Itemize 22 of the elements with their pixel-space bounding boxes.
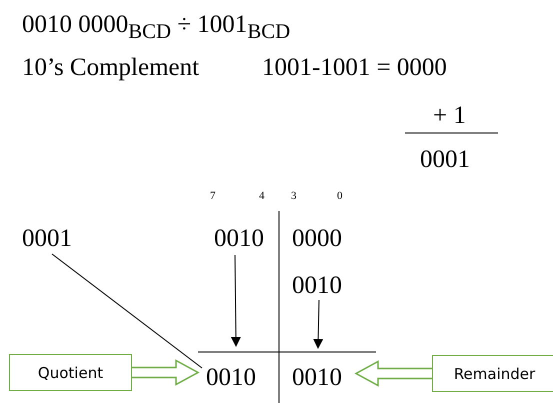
block-arrow [131,359,200,386]
number-text: + 1 [433,103,466,128]
equation-text: 1001-1001 = 0000 [262,55,447,80]
connector-line [52,254,202,368]
heading-text: 10’s Complement [22,55,200,80]
digit-group: 0001 [22,226,72,251]
digit-group: 0000 [292,226,342,251]
digit-group: 0010 [214,226,264,251]
bit-index: 0 [337,191,342,202]
bit-index: 4 [259,191,264,202]
bit-index: 3 [291,191,296,202]
arrow [313,300,324,349]
digit-group: 0010 [292,365,342,390]
arrow [230,254,241,347]
label-box: Remainder [432,355,553,392]
digit-group: 0010 [206,365,256,390]
number-text: 0001 [420,147,470,172]
equation-text: 0010 0000$_{BCD}$ ÷ 1001$_{BCD}$ [22,12,290,42]
block-arrow [354,360,433,387]
digit-group: 0010 [292,273,342,298]
label-box: Quotient [9,354,132,391]
bit-index: 7 [210,191,216,202]
